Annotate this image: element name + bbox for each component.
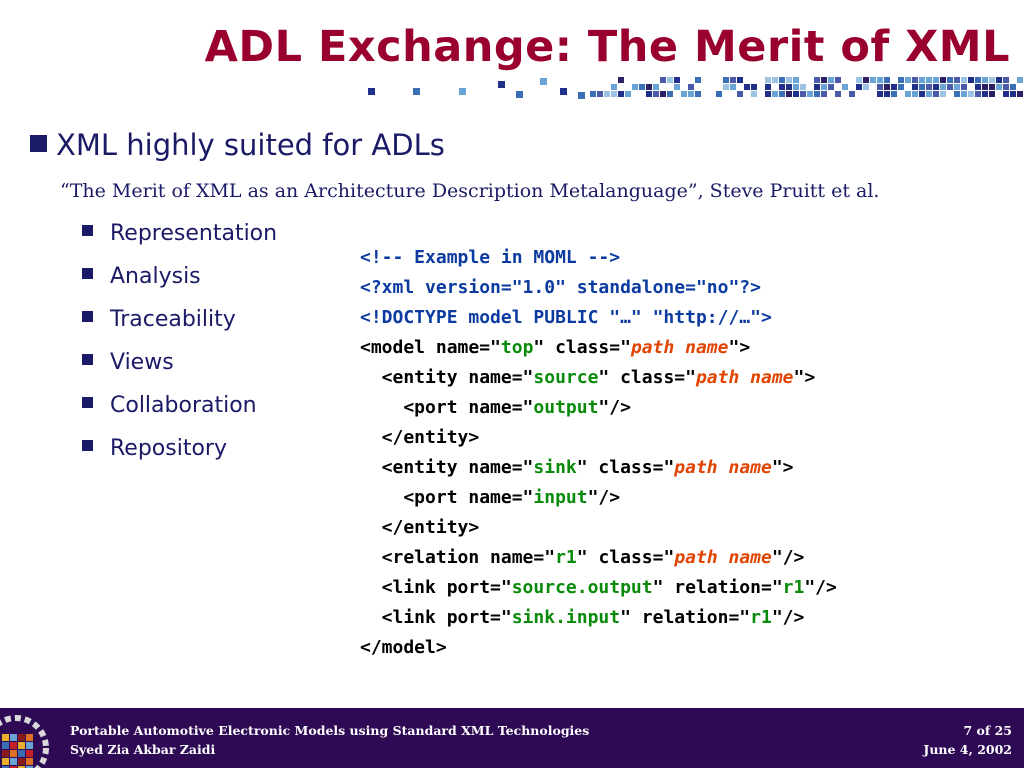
square-bullet-icon bbox=[82, 268, 93, 279]
code-token: sink bbox=[533, 457, 577, 478]
main-bullet-text: XML highly suited for ADLs bbox=[56, 128, 445, 162]
code-token: "/> bbox=[771, 547, 805, 568]
code-token: </entity> bbox=[360, 427, 480, 448]
code-line: <entity name="source" class="path name"> bbox=[360, 363, 837, 393]
sub-bullet-text: Analysis bbox=[110, 264, 201, 289]
citation: “The Merit of XML as an Architecture Des… bbox=[60, 180, 880, 202]
sub-bullet-item: Traceability bbox=[82, 307, 277, 350]
code-token: " relation=" bbox=[620, 607, 751, 628]
sub-bullet-list: Representation Analysis Traceability Vie… bbox=[82, 221, 277, 479]
author-name: Syed Zia Akbar Zaidi bbox=[70, 742, 216, 757]
code-line: <link port="sink.input" relation="r1"/> bbox=[360, 603, 837, 633]
code-token: "> bbox=[793, 367, 816, 388]
code-token: <!-- Example in MOML --> bbox=[360, 247, 621, 268]
code-token: r1 bbox=[750, 607, 772, 628]
main-bullet: XML highly suited for ADLs bbox=[30, 128, 445, 162]
code-token: </model> bbox=[360, 637, 447, 658]
code-line: </entity> bbox=[360, 513, 837, 543]
code-token: "/> bbox=[804, 577, 837, 598]
sub-bullet-item: Collaboration bbox=[82, 393, 277, 436]
code-line: <!DOCTYPE model PUBLIC "…" "http://…"> bbox=[360, 303, 837, 333]
code-token: <link port=" bbox=[360, 577, 512, 598]
code-token: "> bbox=[771, 457, 794, 478]
code-token: " class=" bbox=[533, 337, 631, 358]
slide-title: ADL Exchange: The Merit of XML bbox=[204, 22, 1010, 72]
sub-bullet-text: Collaboration bbox=[110, 393, 257, 418]
code-token: source bbox=[533, 367, 599, 388]
code-token: " class=" bbox=[598, 367, 696, 388]
sub-bullet-text: Views bbox=[110, 350, 174, 375]
code-line: <link port="source.output" relation="r1"… bbox=[360, 573, 837, 603]
code-line: <!-- Example in MOML --> bbox=[360, 243, 837, 273]
sub-bullet-item: Repository bbox=[82, 436, 277, 479]
code-token: r1 bbox=[782, 577, 805, 598]
sub-bullet-item: Views bbox=[82, 350, 277, 393]
code-token: <!DOCTYPE model PUBLIC "…" "http://…"> bbox=[360, 307, 772, 328]
code-token: "/> bbox=[587, 487, 621, 508]
sub-bullet-item: Analysis bbox=[82, 264, 277, 307]
square-bullet-icon bbox=[82, 440, 93, 451]
presentation-date: June 4, 2002 bbox=[923, 742, 1012, 757]
code-token: "/> bbox=[598, 397, 631, 418]
code-token: <port name=" bbox=[360, 487, 534, 508]
code-line: </model> bbox=[360, 633, 837, 663]
square-bullet-icon bbox=[30, 135, 47, 152]
square-bullet-icon bbox=[82, 225, 93, 236]
code-token: path name bbox=[695, 367, 794, 388]
square-bullet-icon bbox=[82, 397, 93, 408]
code-token: sink.input bbox=[511, 607, 621, 628]
code-token: input bbox=[533, 487, 588, 508]
xml-code-block: <!-- Example in MOML --> <?xml version="1… bbox=[360, 243, 837, 663]
code-token: " class=" bbox=[576, 457, 675, 478]
code-token: output bbox=[533, 397, 599, 418]
code-token: <entity name=" bbox=[360, 457, 534, 478]
code-line: <port name="input"/> bbox=[360, 483, 837, 513]
footer-bar: Portable Automotive Electronic Models us… bbox=[0, 708, 1024, 768]
code-line: <?xml version="1.0" standalone="no"?> bbox=[360, 273, 837, 303]
square-bullet-icon bbox=[82, 354, 93, 365]
code-token: top bbox=[500, 337, 534, 358]
code-token: path name bbox=[630, 337, 729, 358]
gear-mosaic-logo-icon bbox=[0, 715, 49, 768]
code-line: </entity> bbox=[360, 423, 837, 453]
footer-left: Portable Automotive Electronic Models us… bbox=[70, 721, 589, 759]
code-token: path name bbox=[674, 547, 772, 568]
code-token: source.output bbox=[511, 577, 653, 598]
page-number: 7 of 25 bbox=[963, 723, 1012, 738]
code-token: " relation=" bbox=[652, 577, 783, 598]
presentation-title: Portable Automotive Electronic Models us… bbox=[70, 723, 590, 738]
code-token: <link port=" bbox=[360, 607, 512, 628]
code-token: "/> bbox=[771, 607, 805, 628]
code-token: " class=" bbox=[576, 547, 675, 568]
footer-right: 7 of 25 June 4, 2002 bbox=[923, 721, 1012, 759]
code-line: <model name="top" class="path name"> bbox=[360, 333, 837, 363]
square-bullet-icon bbox=[82, 311, 93, 322]
code-token: <port name=" bbox=[360, 397, 534, 418]
code-line: <relation name="r1" class="path name"/> bbox=[360, 543, 837, 573]
code-line: <entity name="sink" class="path name"> bbox=[360, 453, 837, 483]
code-token: <relation name=" bbox=[360, 547, 556, 568]
code-token: path name bbox=[674, 457, 772, 478]
code-token: r1 bbox=[555, 547, 577, 568]
sub-bullet-text: Traceability bbox=[110, 307, 236, 332]
code-token: <?xml version="1.0" standalone="no"?> bbox=[360, 277, 761, 298]
code-line: <port name="output"/> bbox=[360, 393, 837, 423]
code-token: </entity> bbox=[360, 517, 480, 538]
sub-bullet-text: Repository bbox=[110, 436, 227, 461]
sub-bullet-item: Representation bbox=[82, 221, 277, 264]
code-token: "> bbox=[728, 337, 751, 358]
sub-bullet-text: Representation bbox=[110, 221, 278, 246]
code-token: <model name=" bbox=[360, 337, 501, 358]
code-token: <entity name=" bbox=[360, 367, 534, 388]
